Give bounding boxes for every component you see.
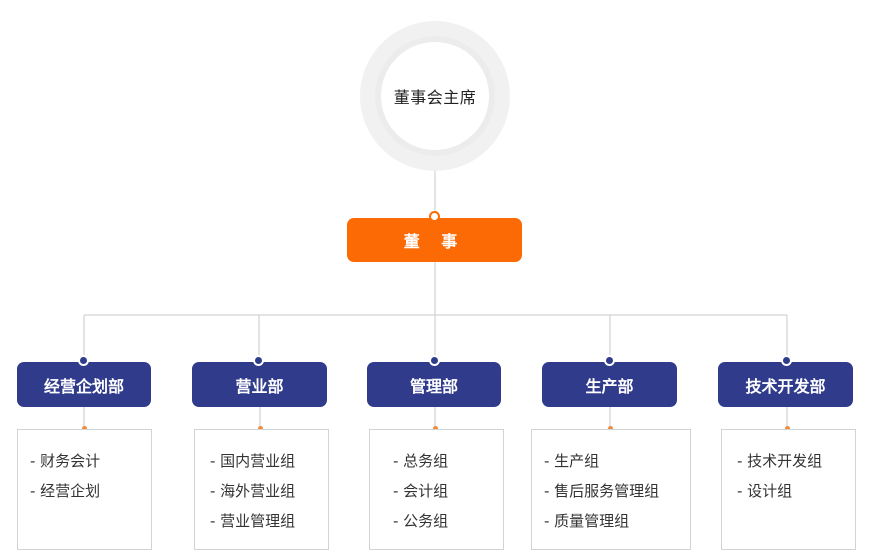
sub-list-production: - 生产组 - 售后服务管理组 - 质量管理组 [531,429,691,550]
list-item: - 营业管理组 [210,512,296,530]
list-item: - 生产组 [544,452,600,470]
list-item: - 公务组 [393,512,449,530]
dept-connector-dot [781,355,792,366]
dept-connector-dot [253,355,264,366]
list-item: - 售后服务管理组 [544,482,660,500]
sub-list-planning: - 财务会计 - 经营企划 [17,429,152,550]
sub-list-sales: - 国内营业组 - 海外营业组 - 营业管理组 [194,429,329,550]
director-top-connector-dot [429,211,440,222]
sub-connector-dot [785,426,790,431]
sub-list-tech: - 技术开发组 - 设计组 [721,429,856,550]
list-item: - 财务会计 [30,452,101,470]
sub-connector-dot [258,426,263,431]
director-node: 董 事 [347,218,522,262]
chairman-label: 董事会主席 [393,88,477,107]
list-item: - 会计组 [393,482,449,500]
dept-node-production: 生产部 [542,362,677,407]
list-item: - 质量管理组 [544,512,630,530]
dept-node-management: 管理部 [367,362,501,407]
sub-connector-dot [608,426,613,431]
list-item: - 总务组 [393,452,449,470]
dept-node-planning: 经营企划部 [17,362,151,407]
sub-connector-dot [82,426,87,431]
chairman-inner-circle: 董事会主席 [375,36,495,156]
dept-connector-dot [604,355,615,366]
list-item: - 设计组 [737,482,793,500]
list-item: - 经营企划 [30,482,101,500]
chairman-node: 董事会主席 [360,21,510,171]
list-item: - 海外营业组 [210,482,296,500]
list-item: - 国内营业组 [210,452,296,470]
dept-node-tech: 技术开发部 [718,362,853,407]
sub-list-management: - 总务组 - 会计组 - 公务组 [369,429,504,550]
dept-connector-dot [429,355,440,366]
sub-connector-dot [433,426,438,431]
list-item: - 技术开发组 [737,452,823,470]
dept-node-sales: 营业部 [192,362,327,407]
dept-connector-dot [78,355,89,366]
